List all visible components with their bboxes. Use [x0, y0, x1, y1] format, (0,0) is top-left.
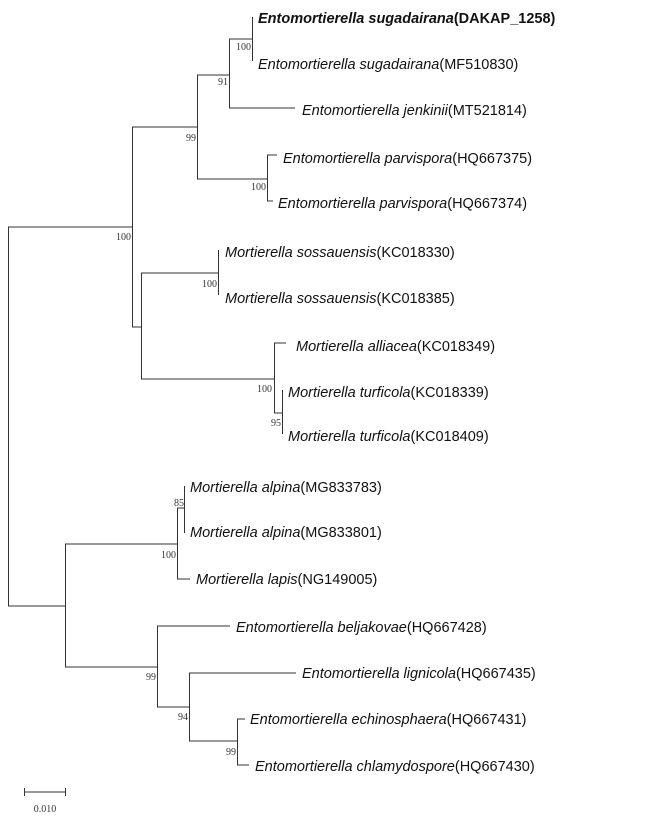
leaf-label: Mortierella turficola(KC018339): [288, 385, 489, 401]
leaf-label: Entomortierella chlamydospore(HQ667430): [255, 759, 535, 775]
bootstrap-value: 100: [251, 182, 266, 193]
bootstrap-value: 85: [174, 498, 184, 509]
bootstrap-value: 99: [186, 133, 196, 144]
alpina-lapis-node: [177, 507, 190, 580]
bootstrap-value: 99: [146, 672, 156, 683]
leaf-label: Entomortierella echinosphaera(HQ667431): [250, 712, 526, 728]
leaf-label: Mortierella lapis(NG149005): [196, 572, 377, 588]
scale-bar: 0.010: [24, 788, 66, 815]
root-branch: [8, 226, 132, 607]
alliacea-node: [274, 342, 286, 414]
leaf-labels: Entomortierella sugadairana(DAKAP_1258) …: [190, 11, 556, 775]
bootstrap-value: 91: [218, 77, 228, 88]
leaf-label: Mortierella sossauensis(KC018330): [225, 245, 455, 261]
bootstrap-value: 100: [161, 550, 176, 561]
bootstrap-value: 100: [116, 232, 131, 243]
leaf-label: Mortierella turficola(KC018409): [288, 429, 489, 445]
leaf-label: Mortierella alpina(MG833783): [190, 480, 382, 496]
leaf-label: Mortierella alliacea(KC018349): [296, 339, 495, 355]
lower-clade-node: [65, 543, 177, 668]
scale-bar-line: [24, 788, 66, 796]
bootstrap-value: 100: [202, 279, 217, 290]
bootstrap-value: 99: [226, 747, 236, 758]
echino-chlamy-node: [237, 718, 249, 766]
bootstrap-value: 94: [178, 712, 188, 723]
entomortierella-upper-node: [197, 74, 267, 180]
scale-bar-label: 0.010: [34, 804, 57, 815]
entomortierella-lower-node: [157, 625, 230, 708]
leaf-label: Entomortierella parvispora(HQ667374): [278, 196, 527, 212]
leaf-label: Mortierella sossauensis(KC018385): [225, 291, 455, 307]
bootstrap-value: 95: [271, 418, 281, 429]
leaf-label: Entomortierella sugadairana(DAKAP_1258): [258, 11, 556, 27]
bootstrap-value: 100: [236, 42, 251, 53]
lignicola-node: [189, 672, 296, 742]
leaf-label: Mortierella alpina(MG833801): [190, 525, 382, 541]
bootstrap-values: 100 99 91 100 100 100 100 95 100 85 99 9…: [116, 42, 281, 758]
jenkinii-node: [229, 38, 295, 109]
tree-branches: [8, 17, 296, 766]
leaf-label: Entomortierella lignicola(HQ667435): [302, 666, 536, 682]
upper-clade-node: [132, 126, 197, 328]
leaf-label: Entomortierella beljakovae(HQ667428): [236, 620, 487, 636]
parvispora-node: [267, 154, 277, 202]
leaf-label: Entomortierella jenkinii(MT521814): [302, 103, 527, 119]
leaf-label: Entomortierella parvispora(HQ667375): [283, 151, 532, 167]
leaf-label: Entomortierella sugadairana(MF510830): [258, 57, 518, 73]
bootstrap-value: 100: [257, 384, 272, 395]
mortierella-upper-node: [141, 272, 274, 380]
